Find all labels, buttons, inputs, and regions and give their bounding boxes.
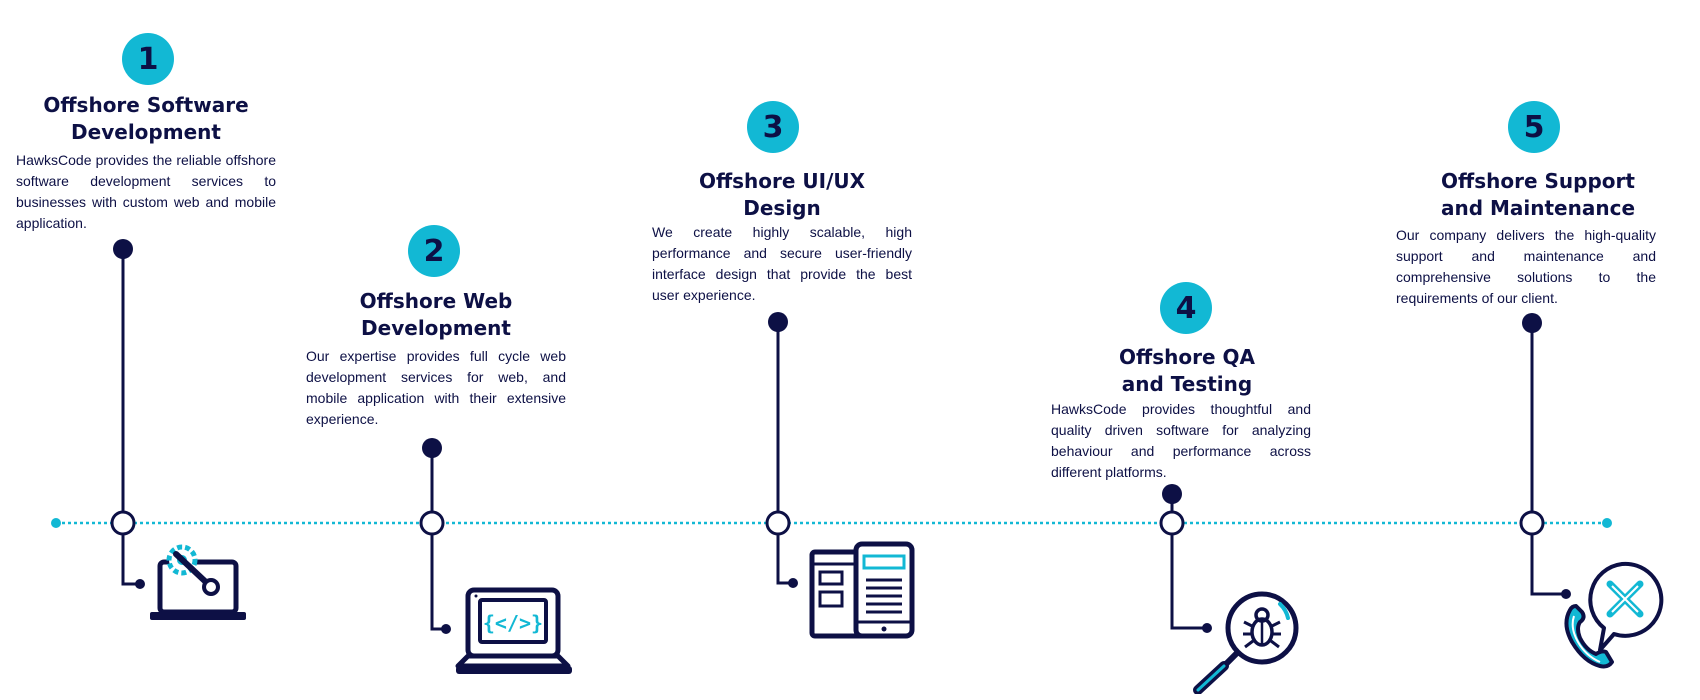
step-4-connector [1159, 484, 1212, 633]
step-title-line-2: Design [743, 196, 821, 220]
step-title: Offshore Web Development [306, 288, 566, 342]
step-title-line-1: Offshore UI/UX [698, 169, 866, 193]
step-title-line-1: Offshore Web [359, 289, 513, 313]
step-number-badge: 2 [408, 225, 460, 277]
step-title: Offshore UI/UX Design [652, 168, 912, 222]
phone-tools-icon [1564, 561, 1664, 669]
step-1-connector [110, 239, 145, 589]
step-title-line-2: and Maintenance [1440, 196, 1636, 220]
step-title-line-1: Offshore QA [1119, 345, 1255, 369]
step-1-node [110, 510, 136, 536]
step-title: Offshore Support and Maintenance [1408, 168, 1668, 222]
step-title: Offshore QA and Testing [1057, 344, 1317, 398]
ui-screens-icon [809, 541, 915, 639]
step-description: HawksCode provides thoughtful and qualit… [1051, 401, 1311, 480]
step-2-node [419, 510, 445, 536]
step-5-connector [1519, 313, 1571, 599]
svg-text:{</>}: {</>} [483, 611, 543, 635]
step-4-node [1159, 510, 1185, 536]
step-title-line-2: Development [71, 120, 221, 144]
laptop-wrench-gear-icon [150, 544, 246, 620]
magnifier-bug-icon [1193, 591, 1299, 694]
step-5-node [1519, 510, 1545, 536]
timeline-start-dot [51, 518, 61, 528]
step-title: Offshore Software Development [16, 92, 276, 146]
timeline-end-dot [1602, 518, 1612, 528]
step-2-connector [419, 438, 451, 634]
step-title-line-1: Offshore Software [43, 93, 249, 117]
step-number-badge: 3 [747, 101, 799, 153]
step-title-line-1: Offshore Support [1441, 169, 1635, 193]
step-number-badge: 1 [122, 33, 174, 85]
laptop-code-icon: {</>} [455, 587, 572, 674]
step-description: Our company delivers the high-quality su… [1396, 227, 1656, 306]
step-number-badge: 4 [1160, 282, 1212, 334]
step-3-connector [765, 312, 798, 588]
step-number-badge: 5 [1508, 101, 1560, 153]
step-title-line-2: Development [361, 316, 511, 340]
step-description: We create highly scalable, high performa… [652, 224, 912, 303]
step-title-line-2: and Testing [1121, 372, 1253, 396]
step-description: HawksCode provides the reliable offshore… [16, 152, 276, 231]
step-description: Our expertise provides full cycle web de… [306, 348, 566, 427]
step-3-node [765, 510, 791, 536]
